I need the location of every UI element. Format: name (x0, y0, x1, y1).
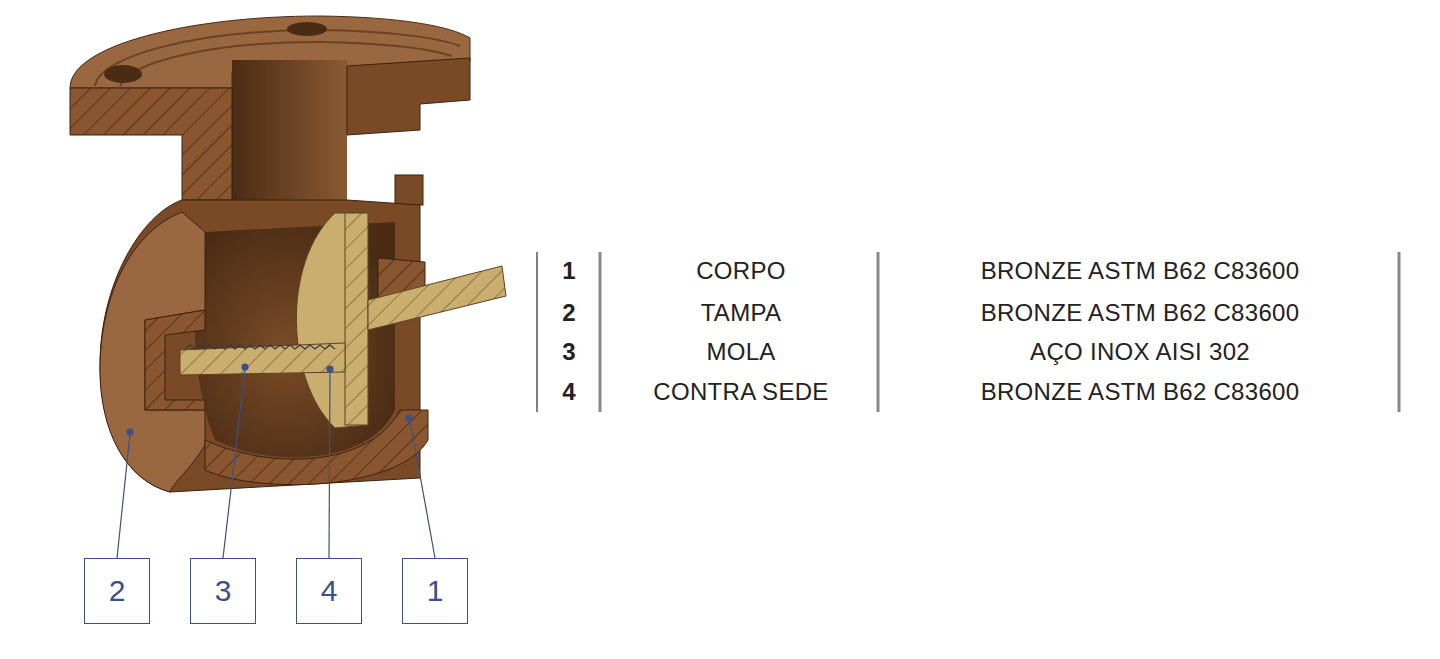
callout-number: 2 (109, 574, 126, 608)
material-spec: BRONZE ASTM B62 C83600 (981, 257, 1300, 285)
material-spec: BRONZE ASTM B62 C83600 (981, 378, 1300, 406)
callout-number: 3 (215, 574, 232, 608)
part-name: CORPO (696, 257, 786, 285)
material-spec: BRONZE ASTM B62 C83600 (981, 299, 1300, 327)
table-rules (537, 252, 1399, 412)
callout-box: 2 (84, 558, 150, 624)
callout-number: 4 (321, 574, 338, 608)
material-spec: AÇO INOX AISI 302 (1030, 338, 1250, 366)
callout-box: 4 (296, 558, 362, 624)
part-name: MOLA (706, 338, 775, 366)
item-number: 4 (562, 378, 576, 406)
callout-box: 3 (190, 558, 256, 624)
item-number: 2 (562, 299, 576, 327)
part-name: TAMPA (701, 299, 782, 327)
part-name: CONTRA SEDE (653, 378, 828, 406)
callout-number: 1 (427, 574, 444, 608)
callout-box: 1 (402, 558, 468, 624)
leader-lines (117, 364, 435, 558)
item-number: 1 (562, 257, 576, 285)
valve-body (70, 16, 506, 492)
item-number: 3 (562, 338, 576, 366)
